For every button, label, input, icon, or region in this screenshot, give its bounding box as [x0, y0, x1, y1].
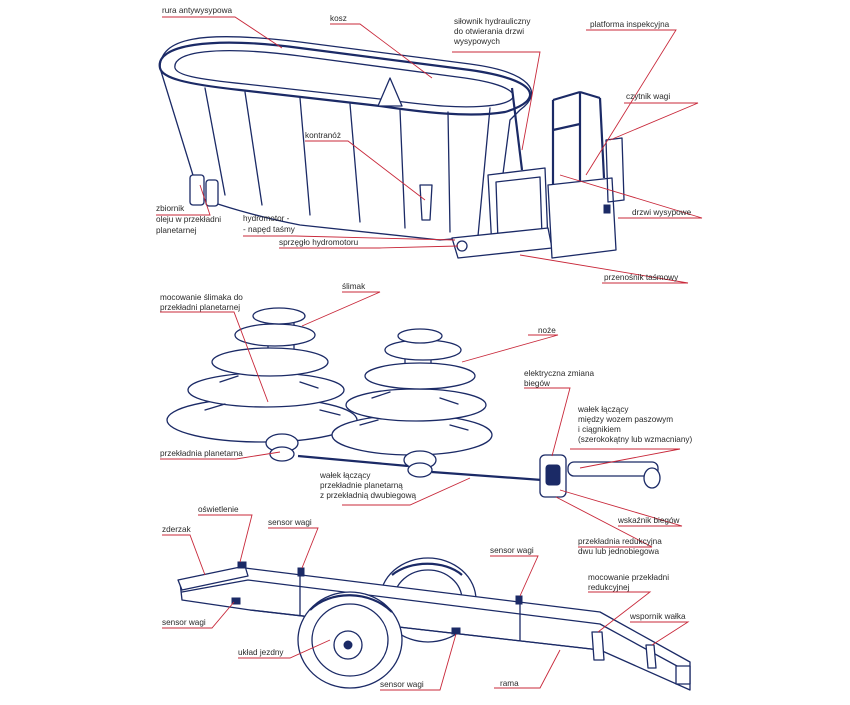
label-przenosnik: przenośnik taśmowy: [604, 273, 679, 282]
hydraulic-cylinder: [510, 87, 524, 171]
auger-right: [331, 328, 493, 478]
label-slimak: ślimak: [342, 282, 366, 291]
label-zbiornik-2: oleju w przekładni: [156, 215, 221, 224]
label-walek-przekladnie-3: z przekładnią dwubiegową: [320, 491, 416, 500]
label-platforma-inspekcyjna: platforma inspekcyjna: [590, 20, 670, 29]
label-elektryczna-zmiana-1: elektryczna zmiana: [524, 369, 595, 378]
weight-sensor-right: [515, 595, 523, 605]
label-elektryczna-zmiana-2: biegów: [524, 379, 550, 388]
label-walek-przekladnie-1: wałek łączący: [319, 471, 371, 480]
weight-sensor-bottom: [451, 627, 461, 635]
label-kontranoz: kontranóż: [305, 131, 341, 140]
mixer-drawing: [158, 36, 625, 259]
oil-tank: [189, 174, 205, 206]
label-rama: rama: [500, 679, 519, 688]
label-mocowanie-przekladni-1: mocowanie przekładni: [588, 573, 669, 582]
inspection-platform: [547, 177, 617, 259]
chassis-labels: oświetlenie zderzak sensor wagi sensor w…: [162, 505, 686, 689]
label-uklad-jezdny: układ jezdny: [238, 648, 284, 657]
gearbox-mount: [591, 631, 605, 661]
label-mocowanie-przekladni-2: redukcyjnej: [588, 583, 630, 592]
label-hydromotor-1: hydromotor -: [243, 214, 290, 223]
label-noze: noże: [538, 326, 556, 335]
label-walek-ciagnik-3: i ciągnikiem: [578, 425, 621, 434]
label-rura-antywysypowa: rura antywysypowa: [162, 6, 233, 15]
label-hydromotor-2: - napęd taśmy: [243, 225, 296, 234]
label-silownik-2: do otwierania drzwi: [454, 27, 524, 36]
label-przekladnia-redukcyjna-1: przekładnia redukcyjna: [578, 537, 662, 546]
label-sensor-wagi-bottom: sensor wagi: [380, 680, 424, 689]
label-przekladnia-redukcyjna-2: dwu lub jednobiegowa: [578, 547, 659, 556]
bumper: [177, 565, 249, 591]
label-zbiornik-3: planetarnej: [156, 226, 197, 235]
chassis-drawing: [177, 557, 691, 691]
chassis-leaders: [162, 514, 690, 691]
label-silownik-3: wysypowych: [453, 37, 500, 46]
counter-knife: [419, 184, 433, 221]
label-mocowanie-slimaka-1: mocowanie ślimaka do: [160, 293, 243, 302]
label-sensor-wagi-left: sensor wagi: [162, 618, 206, 627]
connecting-shaft: [297, 454, 543, 482]
augers-drawing: [166, 307, 661, 498]
label-sensor-wagi-right: sensor wagi: [490, 546, 534, 555]
label-walek-ciagnik-4: (szerokokątny lub wzmacniany): [578, 435, 692, 444]
hydromotor-coupling: [456, 240, 468, 252]
label-kosz: kosz: [330, 14, 347, 23]
label-mocowanie-slimaka-2: przekładni planetarnej: [160, 303, 240, 312]
shaft-support: [645, 644, 657, 669]
frame: [179, 567, 691, 691]
lighting: [237, 561, 247, 569]
label-sprzeglo: sprzęgło hydromotoru: [279, 238, 359, 247]
label-wspornik-walka: wspornik wałka: [629, 612, 686, 621]
label-walek-przekladnie-2: przekładnie planetarną: [320, 481, 403, 490]
mixer-labels: rura antywysypowa kosz siłownik hydrauli…: [156, 6, 692, 282]
auger-cone: [377, 77, 403, 107]
label-zderzak: zderzak: [162, 525, 192, 534]
label-walek-ciagnik-1: wałek łączący: [577, 405, 629, 414]
label-wskaznik-biegow: wskaźnik biegów: [617, 516, 680, 525]
label-silownik-1: siłownik hydrauliczny: [454, 17, 531, 26]
scale-reader: [605, 137, 625, 203]
label-czytnik-wagi: czytnik wagi: [626, 92, 670, 101]
mixer-tub: [159, 36, 533, 241]
weight-sensor-top: [297, 567, 305, 577]
label-przekladnia-planetarna: przekładnia planetarna: [160, 449, 243, 458]
label-drzwi-wysypowe: drzwi wysypowe: [632, 208, 692, 217]
label-sensor-wagi-top: sensor wagi: [268, 518, 312, 527]
augers-leaders: [160, 291, 683, 548]
mixer-leaders: [156, 16, 703, 284]
augers-labels: mocowanie ślimaka do przekładni planetar…: [160, 282, 692, 556]
auger-left: [166, 307, 358, 462]
label-walek-ciagnik-2: między wozem paszowym: [578, 415, 673, 424]
label-oswietlenie: oświetlenie: [198, 505, 239, 514]
weight-sensor-left: [231, 597, 241, 605]
wheel-front: [297, 591, 403, 689]
drawbar-eye: [675, 665, 691, 685]
label-zbiornik-1: zbiornik: [156, 204, 185, 213]
